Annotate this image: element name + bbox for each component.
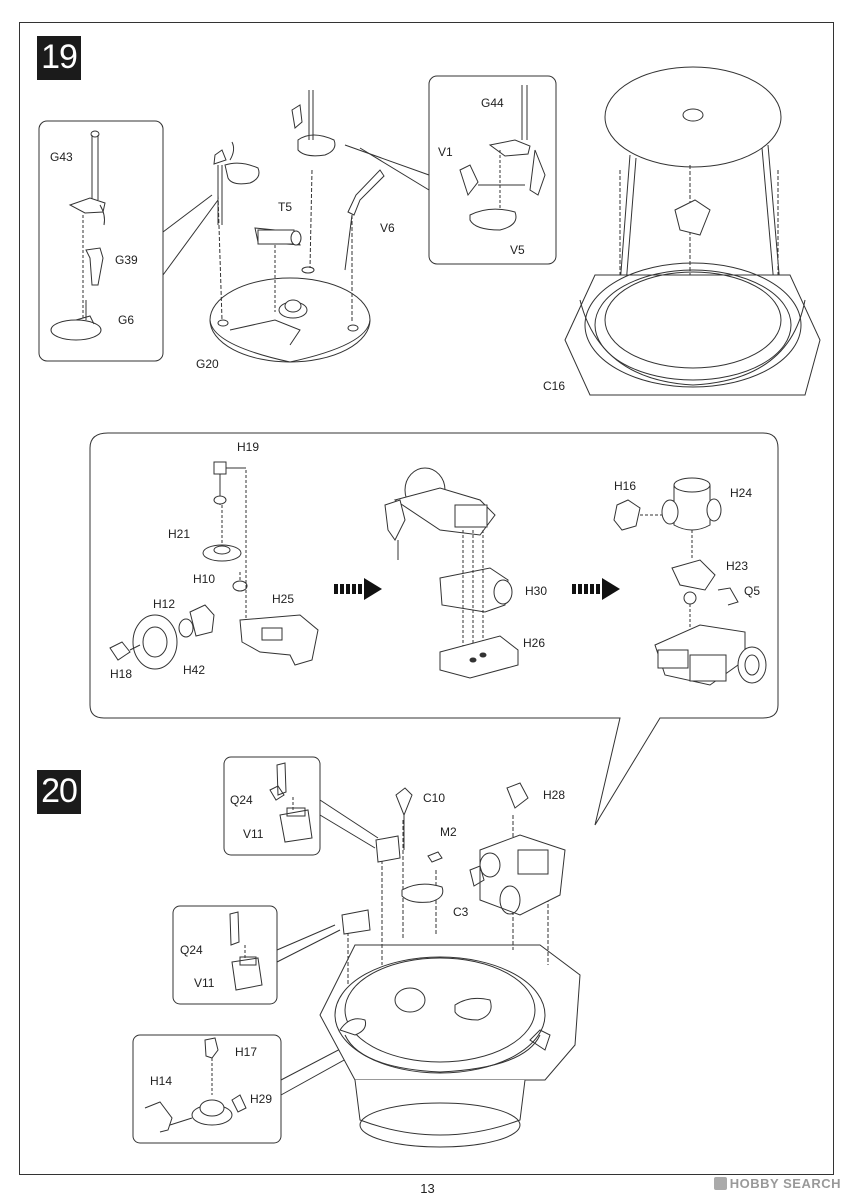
label-t5: T5 — [278, 200, 293, 214]
label-h29: H29 — [250, 1092, 273, 1106]
step-20-badge: 20 — [37, 770, 81, 814]
label-c3: C3 — [453, 905, 469, 919]
label-h25: H25 — [272, 592, 295, 606]
label-q5: Q5 — [744, 584, 761, 598]
page-frame — [19, 22, 834, 1175]
step-19-badge: 19 — [37, 36, 81, 80]
inset-seat-assembly — [38, 120, 219, 362]
label-c16: C16 — [543, 379, 566, 393]
label-h18: H18 — [110, 667, 133, 681]
label-h17: H17 — [235, 1045, 258, 1059]
label-h10: H10 — [193, 572, 216, 586]
label-q24-left: Q24 — [180, 943, 203, 957]
label-h16: H16 — [614, 479, 637, 493]
watermark-text: HOBBY SEARCH — [729, 1176, 841, 1191]
arrow-right-icon — [572, 578, 620, 600]
label-c10: C10 — [423, 791, 446, 805]
label-q24-top: Q24 — [230, 793, 253, 807]
label-g43: G43 — [50, 150, 73, 164]
sight-assembly-middle — [384, 467, 519, 679]
label-v6: V6 — [380, 221, 395, 235]
label-g44: G44 — [481, 96, 504, 110]
label-m2: M2 — [440, 825, 457, 839]
inset-commander-seat — [344, 75, 557, 265]
label-v1: V1 — [438, 145, 453, 159]
label-h24: H24 — [730, 486, 753, 500]
sub-assembly-frame — [89, 432, 779, 826]
label-v5: V5 — [510, 243, 525, 257]
turret-basket-main — [319, 815, 581, 1148]
watermark: HOBBY SEARCH — [713, 1176, 841, 1191]
label-h23: H23 — [726, 559, 749, 573]
label-v11-top: V11 — [243, 827, 264, 841]
label-h21: H21 — [168, 527, 191, 541]
turret-basket-c16 — [564, 66, 821, 396]
label-h30: H30 — [525, 584, 548, 598]
label-h28: H28 — [543, 788, 566, 802]
inset-box-q24-top — [223, 756, 379, 856]
sight-assembly-right — [613, 477, 767, 686]
label-g20: G20 — [196, 357, 219, 371]
page-number: 13 — [420, 1181, 435, 1196]
gun-sight-parts — [109, 461, 319, 670]
label-h14: H14 — [150, 1074, 173, 1088]
label-g39: G39 — [115, 253, 138, 267]
arrow-right-icon — [334, 578, 382, 600]
watermark-logo-icon — [713, 1177, 727, 1190]
label-h26: H26 — [523, 636, 546, 650]
label-g6: G6 — [118, 313, 135, 327]
step20-parts — [341, 782, 566, 935]
inset-box-q24-left — [172, 905, 341, 1005]
label-v11-left: V11 — [194, 976, 215, 990]
label-h42: H42 — [183, 663, 206, 677]
label-h12: H12 — [153, 597, 176, 611]
label-h19: H19 — [237, 440, 260, 454]
base-plate-g20 — [209, 90, 385, 363]
